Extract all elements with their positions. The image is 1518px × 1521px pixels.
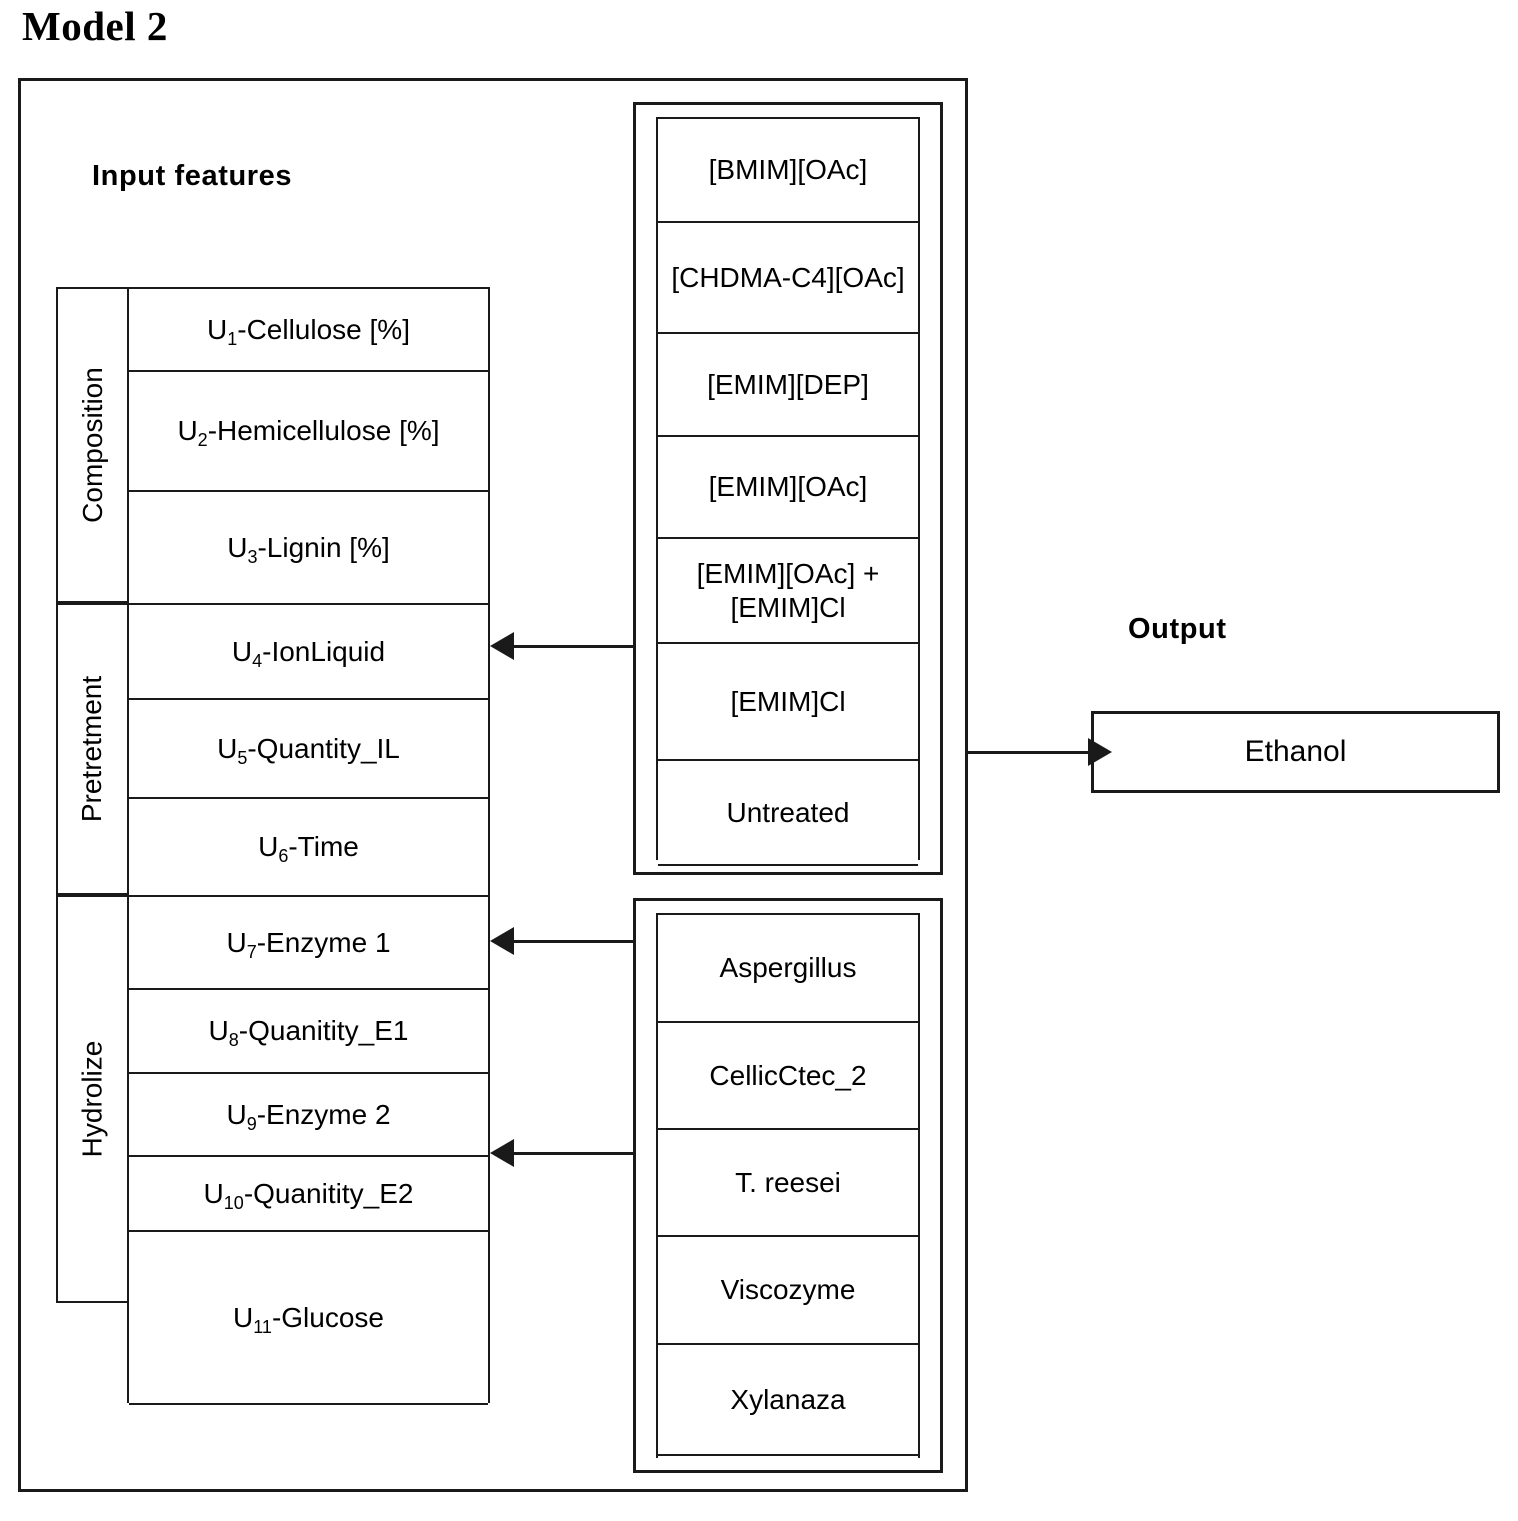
- ionic-liquid-option[interactable]: [EMIM][DEP]: [658, 334, 918, 437]
- feature-group-label: Pretretment: [76, 675, 108, 823]
- output-value: Ethanol: [1244, 735, 1347, 768]
- enzyme-option[interactable]: CellicCtec_2: [658, 1023, 918, 1130]
- enzyme-option-label: T. reesei: [735, 1166, 841, 1198]
- enzyme-option[interactable]: Viscozyme: [658, 1237, 918, 1345]
- ionic-liquid-option[interactable]: Untreated: [658, 761, 918, 866]
- feature-group-label: Composition: [76, 367, 108, 523]
- enzyme-option[interactable]: Aspergillus: [658, 915, 918, 1023]
- feature-label: U8-Quanitity_E1: [208, 1015, 409, 1051]
- ionic-liquid-option[interactable]: [CHDMA-C4][OAc]: [658, 223, 918, 334]
- feature-row[interactable]: U8-Quanitity_E1: [129, 990, 488, 1074]
- ionic-liquid-option-label: [CHDMA-C4][OAc]: [671, 261, 905, 293]
- feature-row[interactable]: U7-Enzyme 1: [129, 897, 488, 990]
- ionic-liquid-option-label: Untreated: [726, 796, 850, 828]
- feature-label: U3-Lignin [%]: [227, 531, 390, 567]
- feature-label: U6-Time: [258, 831, 359, 867]
- enzyme-option[interactable]: Xylanaza: [658, 1345, 918, 1456]
- arrow-ionliquid-head-icon: [490, 632, 514, 660]
- feature-label: U7-Enzyme 1: [226, 926, 391, 962]
- arrow-enzyme1-line: [514, 940, 634, 943]
- feature-label: U4-IonLiquid: [231, 635, 386, 671]
- arrow-enzyme1-head-icon: [490, 927, 514, 955]
- feature-row[interactable]: U5-Quantity_IL: [129, 700, 488, 799]
- arrow-output-head-icon: [1088, 738, 1112, 766]
- input-feature-table: U1-Cellulose [%] U2-Hemicellulose [%] U3-L…: [127, 287, 490, 1405]
- feature-row[interactable]: U6-Time: [129, 799, 488, 897]
- feature-row[interactable]: U10-Quanitity_E2: [129, 1157, 488, 1232]
- feature-group-hydrolize: Hydrolize: [56, 895, 129, 1303]
- ionic-liquid-option[interactable]: [EMIM][OAc] +[EMIM]Cl: [658, 539, 918, 644]
- enzyme-option-label: Viscozyme: [720, 1274, 856, 1306]
- feature-row[interactable]: U9-Enzyme 2: [129, 1074, 488, 1157]
- feature-row[interactable]: U11-Glucose: [129, 1232, 488, 1405]
- input-features-heading: Input features: [92, 160, 293, 192]
- ionic-liquid-option-label: [EMIM][OAc] +[EMIM]Cl: [696, 558, 880, 623]
- feature-row[interactable]: U1-Cellulose [%]: [129, 289, 488, 372]
- arrow-enzyme2-head-icon: [490, 1139, 514, 1167]
- arrow-enzyme2-line: [514, 1152, 634, 1155]
- feature-row[interactable]: U3-Lignin [%]: [129, 492, 488, 605]
- enzyme-option-label: Aspergillus: [719, 952, 857, 984]
- feature-row[interactable]: U2-Hemicellulose [%]: [129, 372, 488, 492]
- feature-group-label: Hydrolize: [76, 1040, 108, 1158]
- feature-label: U2-Hemicellulose [%]: [177, 415, 440, 451]
- ionic-liquid-option-label: [EMIM]Cl: [730, 685, 846, 717]
- feature-label: U5-Quantity_IL: [217, 732, 400, 768]
- feature-group-composition: Composition: [56, 287, 129, 603]
- ionic-liquid-option[interactable]: [EMIM]Cl: [658, 644, 918, 761]
- feature-row[interactable]: U4-IonLiquid: [129, 605, 488, 700]
- page-title: Model 2: [22, 3, 168, 49]
- ionic-liquid-option[interactable]: [BMIM][OAc]: [658, 119, 918, 223]
- output-box: Ethanol: [1091, 711, 1500, 793]
- enzyme-option[interactable]: T. reesei: [658, 1130, 918, 1237]
- ionic-liquid-option[interactable]: [EMIM][OAc]: [658, 437, 918, 539]
- arrow-output-line: [968, 751, 1088, 754]
- arrow-ionliquid-line: [514, 645, 634, 648]
- feature-label: U1-Cellulose [%]: [207, 313, 410, 349]
- feature-label: U9-Enzyme 2: [226, 1098, 391, 1134]
- feature-label: U10-Quanitity_E2: [203, 1177, 414, 1213]
- enzyme-option-label: CellicCtec_2: [709, 1059, 867, 1091]
- feature-group-pretretment: Pretretment: [56, 603, 129, 895]
- ionic-liquid-option-label: [BMIM][OAc]: [708, 154, 868, 186]
- output-heading: Output: [1128, 613, 1227, 645]
- ionic-liquid-panel: [BMIM][OAc] [CHDMA-C4][OAc] [EMIM][DEP] [EM…: [633, 102, 943, 875]
- ionic-liquid-option-label: [EMIM][DEP]: [707, 368, 869, 400]
- ionic-liquid-option-table: [BMIM][OAc] [CHDMA-C4][OAc] [EMIM][DEP] [EM…: [656, 117, 920, 866]
- feature-label: U11-Glucose: [233, 1301, 384, 1337]
- enzyme-option-label: Xylanaza: [730, 1383, 846, 1415]
- ionic-liquid-option-label: [EMIM][OAc]: [708, 471, 868, 503]
